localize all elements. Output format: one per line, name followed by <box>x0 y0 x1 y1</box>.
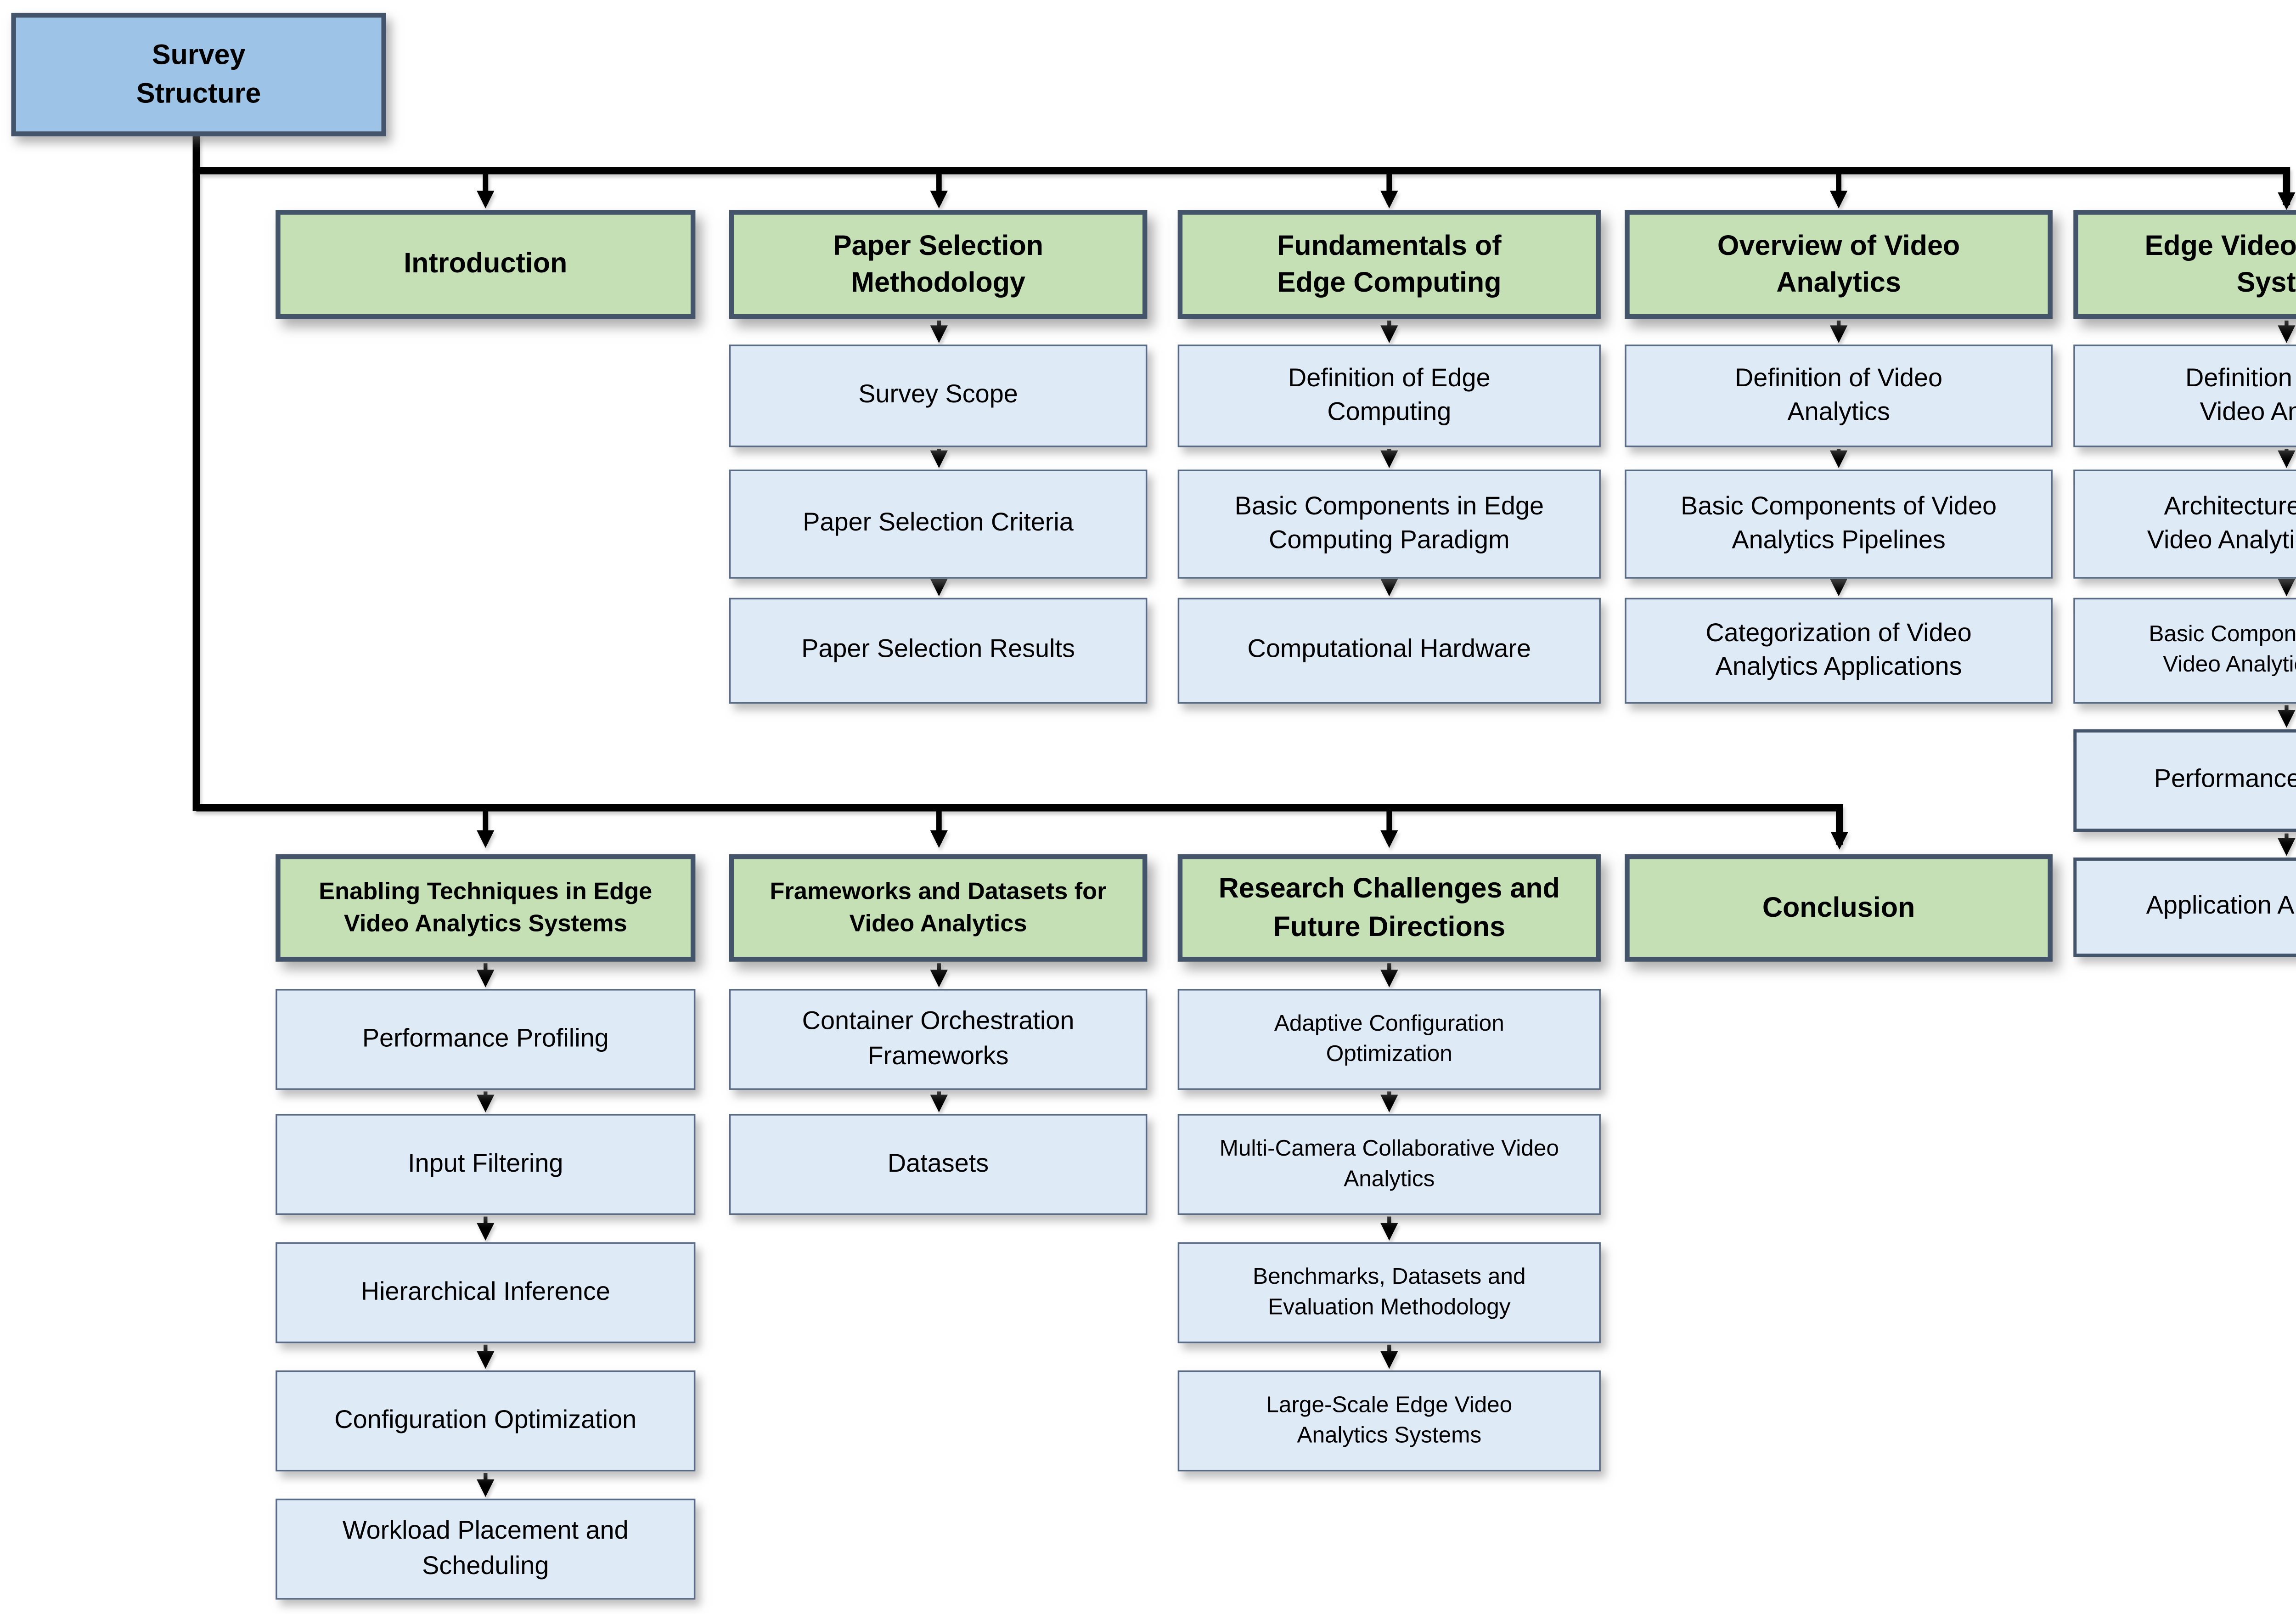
box-survey-structure: Survey Structure <box>11 12 386 136</box>
box-label: Large-Scale Edge Video Analytics Systems <box>1266 1392 1513 1448</box>
box-label: Paper Selection Criteria <box>803 510 1074 538</box>
box-benchmarks-datasets-evaluation: Benchmarks, Datasets and Evaluation Meth… <box>1177 1242 1601 1343</box>
box-label: Performance Indicators <box>2154 767 2296 794</box>
box-paper-selection-criteria: Paper Selection Criteria <box>729 469 1148 579</box>
box-overview-of-video-analytics: Overview of Video Analytics <box>1625 210 2053 319</box>
box-label: Survey Structure <box>136 39 261 108</box>
box-conclusion: Conclusion <box>1625 854 2053 962</box>
box-basic-components-edge-video-analytics: Basic Components of Edge Video Analytics… <box>2073 598 2296 704</box>
box-research-challenges: Research Challenges and Future Direction… <box>1177 854 1601 962</box>
connector-top-rail <box>192 167 2296 210</box>
box-label: Container Orchestration Frameworks <box>802 1009 1075 1070</box>
box-label: Multi-Camera Collaborative Video Analyti… <box>1219 1136 1559 1192</box>
box-performance-profiling: Performance Profiling <box>276 989 696 1090</box>
box-fundamentals-of-edge-computing: Fundamentals of Edge Computing <box>1177 210 1601 319</box>
box-label: Adaptive Configuration Optimization <box>1274 1011 1504 1067</box>
box-label: Basic Components of Edge Video Analytics… <box>2149 622 2296 678</box>
box-enabling-techniques: Enabling Techniques in Edge Video Analyt… <box>276 854 696 962</box>
box-label: Basic Components of Video Analytics Pipe… <box>1681 493 1997 555</box>
box-container-orchestration-frameworks: Container Orchestration Frameworks <box>729 989 1148 1090</box>
box-large-scale-edge-video-analytics: Large-Scale Edge Video Analytics Systems <box>1177 1370 1601 1472</box>
box-survey-scope: Survey Scope <box>729 344 1148 447</box>
box-categorization-video-analytics-applications: Categorization of Video Analytics Applic… <box>1625 598 2053 704</box>
box-label: Paper Selection Methodology <box>833 229 1044 299</box>
box-label: Hierarchical Inference <box>360 1279 610 1306</box>
box-label: Benchmarks, Datasets and Evaluation Meth… <box>1253 1264 1526 1320</box>
box-paper-selection-results: Paper Selection Results <box>729 598 1148 704</box>
box-definition-of-video-analytics: Definition of Video Analytics <box>1625 344 2053 447</box>
box-label: Input Filtering <box>408 1151 563 1178</box>
box-adaptive-configuration-optimization: Adaptive Configuration Optimization <box>1177 989 1601 1090</box>
box-label: Workload Placement and Scheduling <box>342 1518 629 1580</box>
box-multi-camera-collaborative: Multi-Camera Collaborative Video Analyti… <box>1177 1114 1601 1215</box>
box-label: Datasets <box>887 1151 989 1178</box>
box-definition-of-edge-computing: Definition of Edge Computing <box>1177 344 1601 447</box>
box-label: Definition of Edge Computing <box>1288 365 1491 427</box>
box-label: Definition of Video Analytics <box>1734 365 1943 427</box>
box-performance-indicators: Performance Indicators <box>2073 729 2296 832</box>
box-label: Categorization of Video Analytics Applic… <box>1705 620 1972 682</box>
box-label: Computational Hardware <box>1247 637 1531 665</box>
box-frameworks-and-datasets: Frameworks and Datasets for Video Analyt… <box>729 854 1148 962</box>
box-label: Paper Selection Results <box>801 637 1075 665</box>
box-workload-placement-scheduling: Workload Placement and Scheduling <box>276 1498 696 1600</box>
box-configuration-optimization: Configuration Optimization <box>276 1370 696 1472</box>
box-label: Architectures of Edge Video Analytics Sy… <box>2147 493 2296 555</box>
box-application-architectures: Application Architectures <box>2073 857 2296 957</box>
box-architectures-edge-video-analytics: Architectures of Edge Video Analytics Sy… <box>2073 469 2296 579</box>
box-label: Introduction <box>404 247 568 280</box>
box-label: Configuration Optimization <box>334 1407 637 1434</box>
box-label: Enabling Techniques in Edge Video Analyt… <box>319 878 653 937</box>
box-label: Conclusion <box>1762 891 1915 923</box>
box-label: Basic Components in Edge Computing Parad… <box>1234 493 1544 555</box>
box-basic-components-video-analytics-pipelines: Basic Components of Video Analytics Pipe… <box>1625 469 2053 579</box>
box-label: Performance Profiling <box>362 1026 609 1053</box>
box-label: Edge Video Analytics System <box>2144 229 2296 299</box>
box-label: Research Challenges and Future Direction… <box>1218 872 1560 942</box>
box-paper-selection-methodology: Paper Selection Methodology <box>729 210 1148 319</box>
box-edge-video-analytics-system: Edge Video Analytics System <box>2073 210 2296 319</box>
box-label: Survey Scope <box>858 382 1018 410</box>
connector-bottom-rail <box>196 804 1849 850</box>
box-basic-components-edge-computing: Basic Components in Edge Computing Parad… <box>1177 469 1601 579</box>
box-input-filtering: Input Filtering <box>276 1114 696 1215</box>
box-datasets: Datasets <box>729 1114 1148 1215</box>
box-label: Overview of Video Analytics <box>1717 229 1960 299</box>
box-label: Frameworks and Datasets for Video Analyt… <box>770 878 1107 937</box>
box-label: Definition of Edge Video Analytics <box>2185 365 2296 427</box>
box-hierarchical-inference: Hierarchical Inference <box>276 1242 696 1343</box>
box-introduction: Introduction <box>276 210 696 319</box>
box-definition-of-edge-video-analytics: Definition of Edge Video Analytics <box>2073 344 2296 447</box>
box-computational-hardware: Computational Hardware <box>1177 598 1601 704</box>
box-label: Fundamentals of Edge Computing <box>1277 229 1502 299</box>
box-label: Application Architectures <box>2146 893 2296 921</box>
